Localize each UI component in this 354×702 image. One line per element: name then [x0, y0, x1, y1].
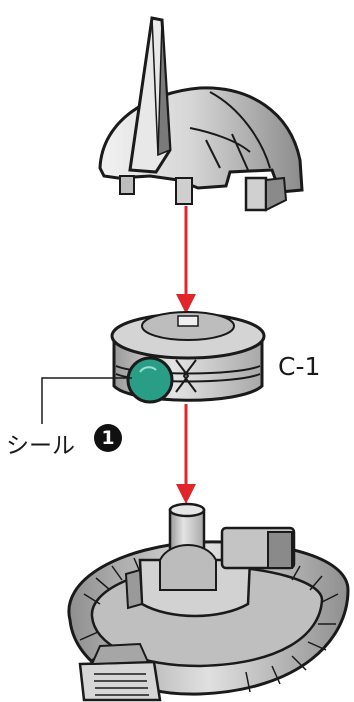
sticker-callout-line — [41, 377, 132, 424]
insert-arrow-top — [176, 206, 196, 314]
sticker-label: シール — [6, 433, 75, 459]
head-part — [98, 16, 304, 212]
part-c1 — [110, 311, 266, 404]
sticker-number-badge: 1 — [94, 424, 122, 452]
insert-arrow-bottom — [176, 404, 196, 504]
sticker-1 — [126, 356, 174, 404]
base-part — [67, 502, 350, 702]
part-code-label: C-1 — [278, 352, 321, 381]
